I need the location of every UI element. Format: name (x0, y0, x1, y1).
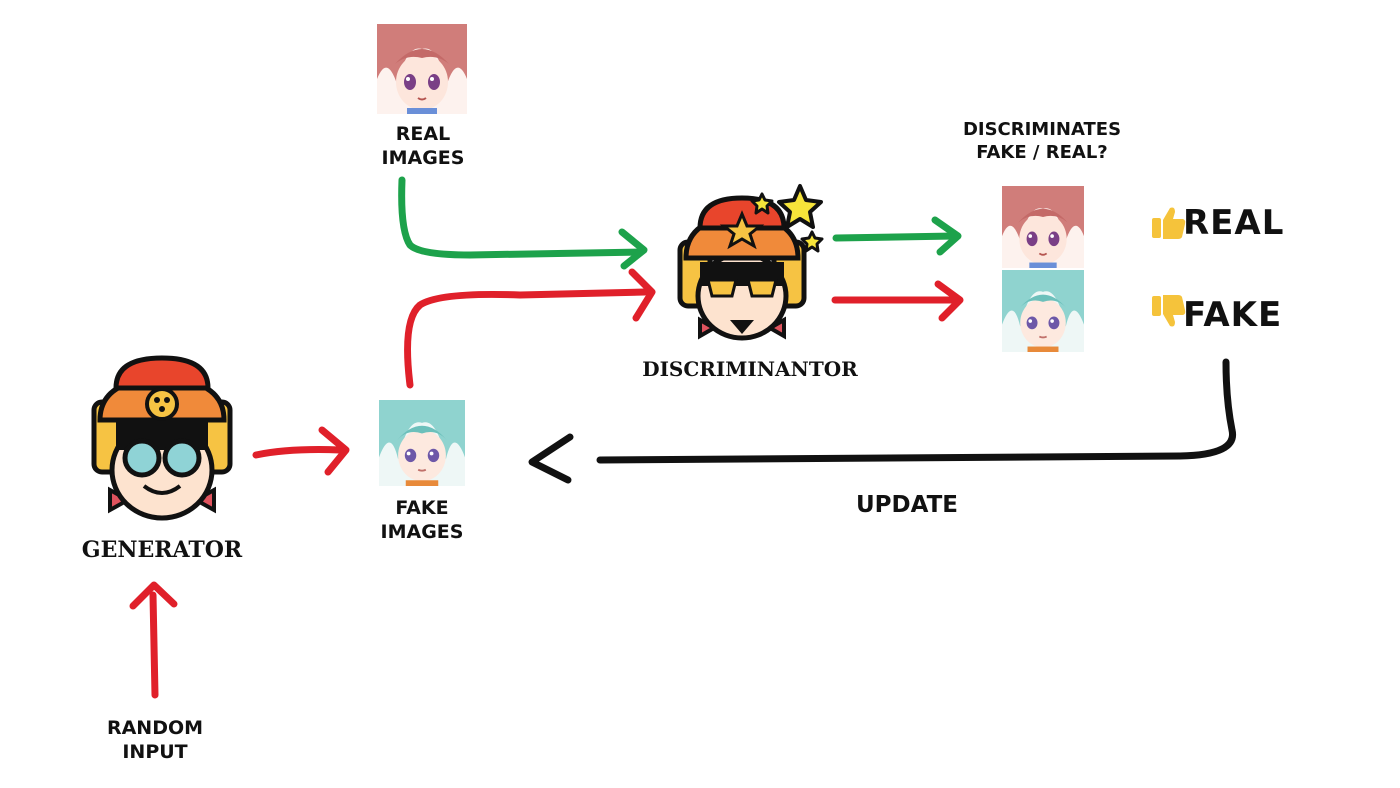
random-input-label-line2: INPUT (122, 741, 187, 763)
arrow-generator-to-fake-head (318, 426, 350, 476)
thumbs-up-icon (1152, 207, 1186, 239)
arrow-update-feedback (596, 358, 1237, 464)
thumbs-down-icon (1152, 295, 1186, 327)
fake-image-thumbnail (379, 400, 465, 486)
sparkle-stars-icon (750, 184, 824, 253)
arrow-input-to-generator (149, 591, 159, 699)
discriminator-character-icon (677, 195, 807, 341)
verdict-real-thumbnail (1002, 186, 1084, 268)
arrow-update-feedback-head (528, 433, 574, 484)
arrows (129, 176, 1237, 699)
arrow-generator-to-fake (252, 446, 344, 459)
random-input-label-line1: RANDOM (107, 717, 203, 739)
verdict-fake-label: FAKE (1183, 295, 1282, 335)
verdict-real-label: REAL (1183, 203, 1284, 243)
discriminates-label-line2: FAKE / REAL? (976, 142, 1108, 163)
arrow-discriminator-to-real-head (931, 216, 962, 256)
arrow-real-to-discriminator-head (618, 228, 648, 270)
discriminates-label-line1: DISCRIMINATES (963, 119, 1121, 140)
arrow-input-to-generator-head (129, 581, 178, 610)
verdict-fake-thumbnail (1002, 270, 1084, 352)
arrow-real-to-discriminator (398, 176, 644, 259)
real-image-thumbnail (377, 24, 467, 114)
fake-images-label-line1: FAKE (395, 497, 448, 519)
update-label: UPDATE (856, 492, 958, 518)
arrow-fake-to-discriminator (404, 288, 649, 389)
generator-character-icon (91, 355, 233, 521)
discriminator-label: DISCRIMINANTOR (642, 357, 858, 381)
real-images-label-line1: REAL (396, 123, 450, 145)
arrow-discriminator-to-fake-head (934, 280, 964, 322)
real-images-label-line2: IMAGES (382, 147, 465, 169)
arrow-discriminator-to-real (832, 232, 959, 242)
generator-label: GENERATOR (82, 537, 243, 563)
fake-images-label-line2: IMAGES (381, 521, 464, 543)
arrow-fake-to-discriminator-head (628, 268, 656, 322)
